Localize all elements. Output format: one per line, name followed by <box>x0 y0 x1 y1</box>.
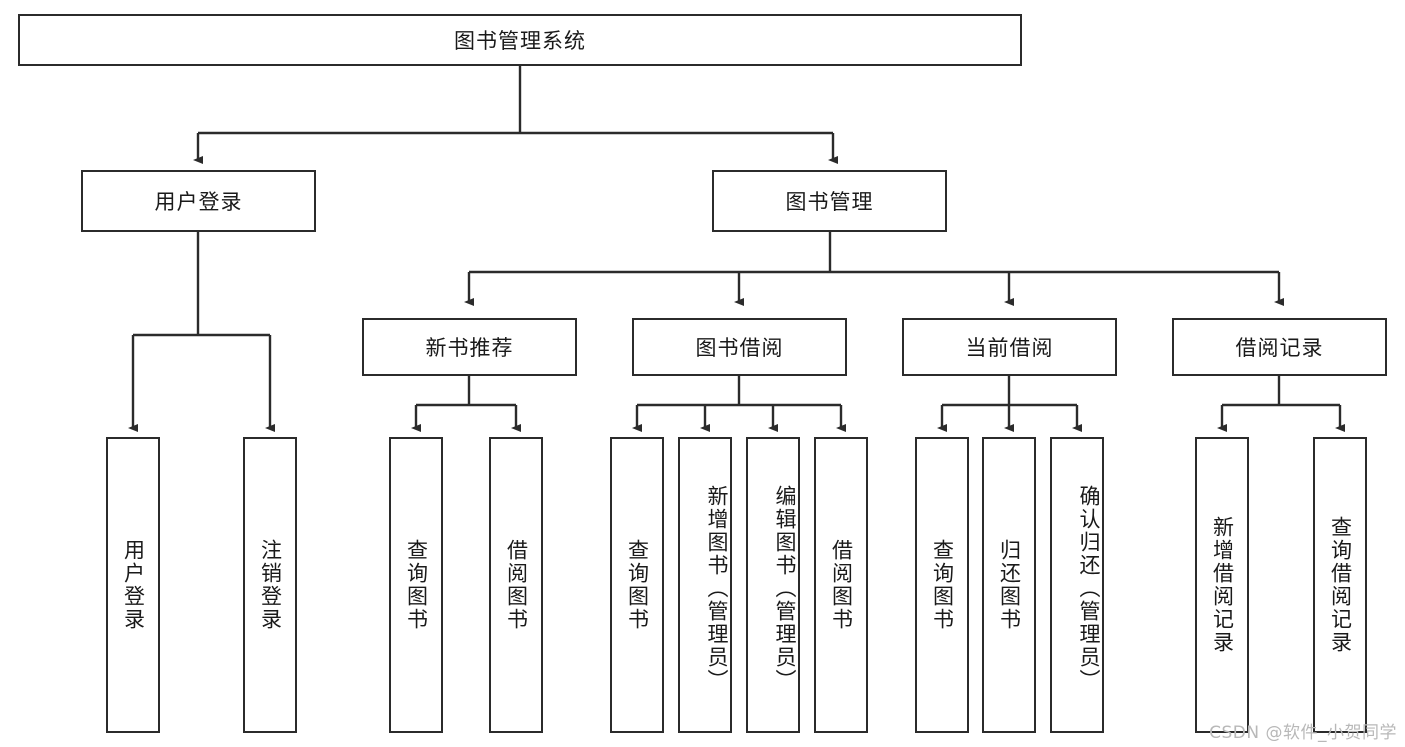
node-label: 图书管理系统 <box>454 29 586 53</box>
leaf-return-book[interactable]: 归还图书 <box>982 437 1036 733</box>
node-label: 查询图书 <box>625 539 650 631</box>
node-current-borrow[interactable]: 当前借阅 <box>902 318 1117 376</box>
node-label: 新增借阅记录 <box>1210 516 1235 654</box>
node-label: 注销登录 <box>258 539 283 631</box>
node-label: 图书管理 <box>785 190 874 214</box>
leaf-add-borrow-record[interactable]: 新增借阅记录 <box>1195 437 1249 733</box>
leaf-borrow-book-recommend[interactable]: 借阅图书 <box>489 437 543 733</box>
watermark-text: CSDN @软件_小贺同学 <box>1209 723 1397 743</box>
node-book-management[interactable]: 图书管理 <box>712 170 947 232</box>
leaf-borrow-book[interactable]: 借阅图书 <box>814 437 868 733</box>
node-label: 新增图书（管理员） <box>705 484 729 692</box>
node-label: 查询图书 <box>404 539 429 631</box>
leaf-query-book-current[interactable]: 查询图书 <box>915 437 969 733</box>
leaf-edit-book-admin[interactable]: 编辑图书（管理员） <box>746 437 800 733</box>
node-label: 查询图书 <box>930 539 955 631</box>
node-label: 借阅图书 <box>504 539 529 631</box>
node-label: 查询借阅记录 <box>1328 516 1353 654</box>
node-label: 归还图书 <box>997 539 1022 631</box>
leaf-user-login[interactable]: 用户登录 <box>106 437 160 733</box>
leaf-logout[interactable]: 注销登录 <box>243 437 297 733</box>
leaf-confirm-return-admin[interactable]: 确认归还（管理员） <box>1050 437 1104 733</box>
node-new-book-recommend[interactable]: 新书推荐 <box>362 318 577 376</box>
node-label: 编辑图书（管理员） <box>773 484 797 692</box>
node-label: 借阅记录 <box>1235 336 1324 360</box>
leaf-query-book-recommend[interactable]: 查询图书 <box>389 437 443 733</box>
node-label: 当前借阅 <box>965 336 1054 360</box>
node-borrow-record[interactable]: 借阅记录 <box>1172 318 1387 376</box>
leaf-query-borrow-record[interactable]: 查询借阅记录 <box>1313 437 1367 733</box>
node-root-system[interactable]: 图书管理系统 <box>18 14 1022 66</box>
node-label: 图书借阅 <box>695 336 784 360</box>
node-user-login[interactable]: 用户登录 <box>81 170 316 232</box>
leaf-query-book-borrow[interactable]: 查询图书 <box>610 437 664 733</box>
node-label: 用户登录 <box>154 190 243 214</box>
node-label: 用户登录 <box>121 539 146 631</box>
node-label: 确认归还（管理员） <box>1077 484 1101 692</box>
node-label: 借阅图书 <box>829 539 854 631</box>
node-label: 新书推荐 <box>425 336 514 360</box>
leaf-add-book-admin[interactable]: 新增图书（管理员） <box>678 437 732 733</box>
node-book-borrow[interactable]: 图书借阅 <box>632 318 847 376</box>
